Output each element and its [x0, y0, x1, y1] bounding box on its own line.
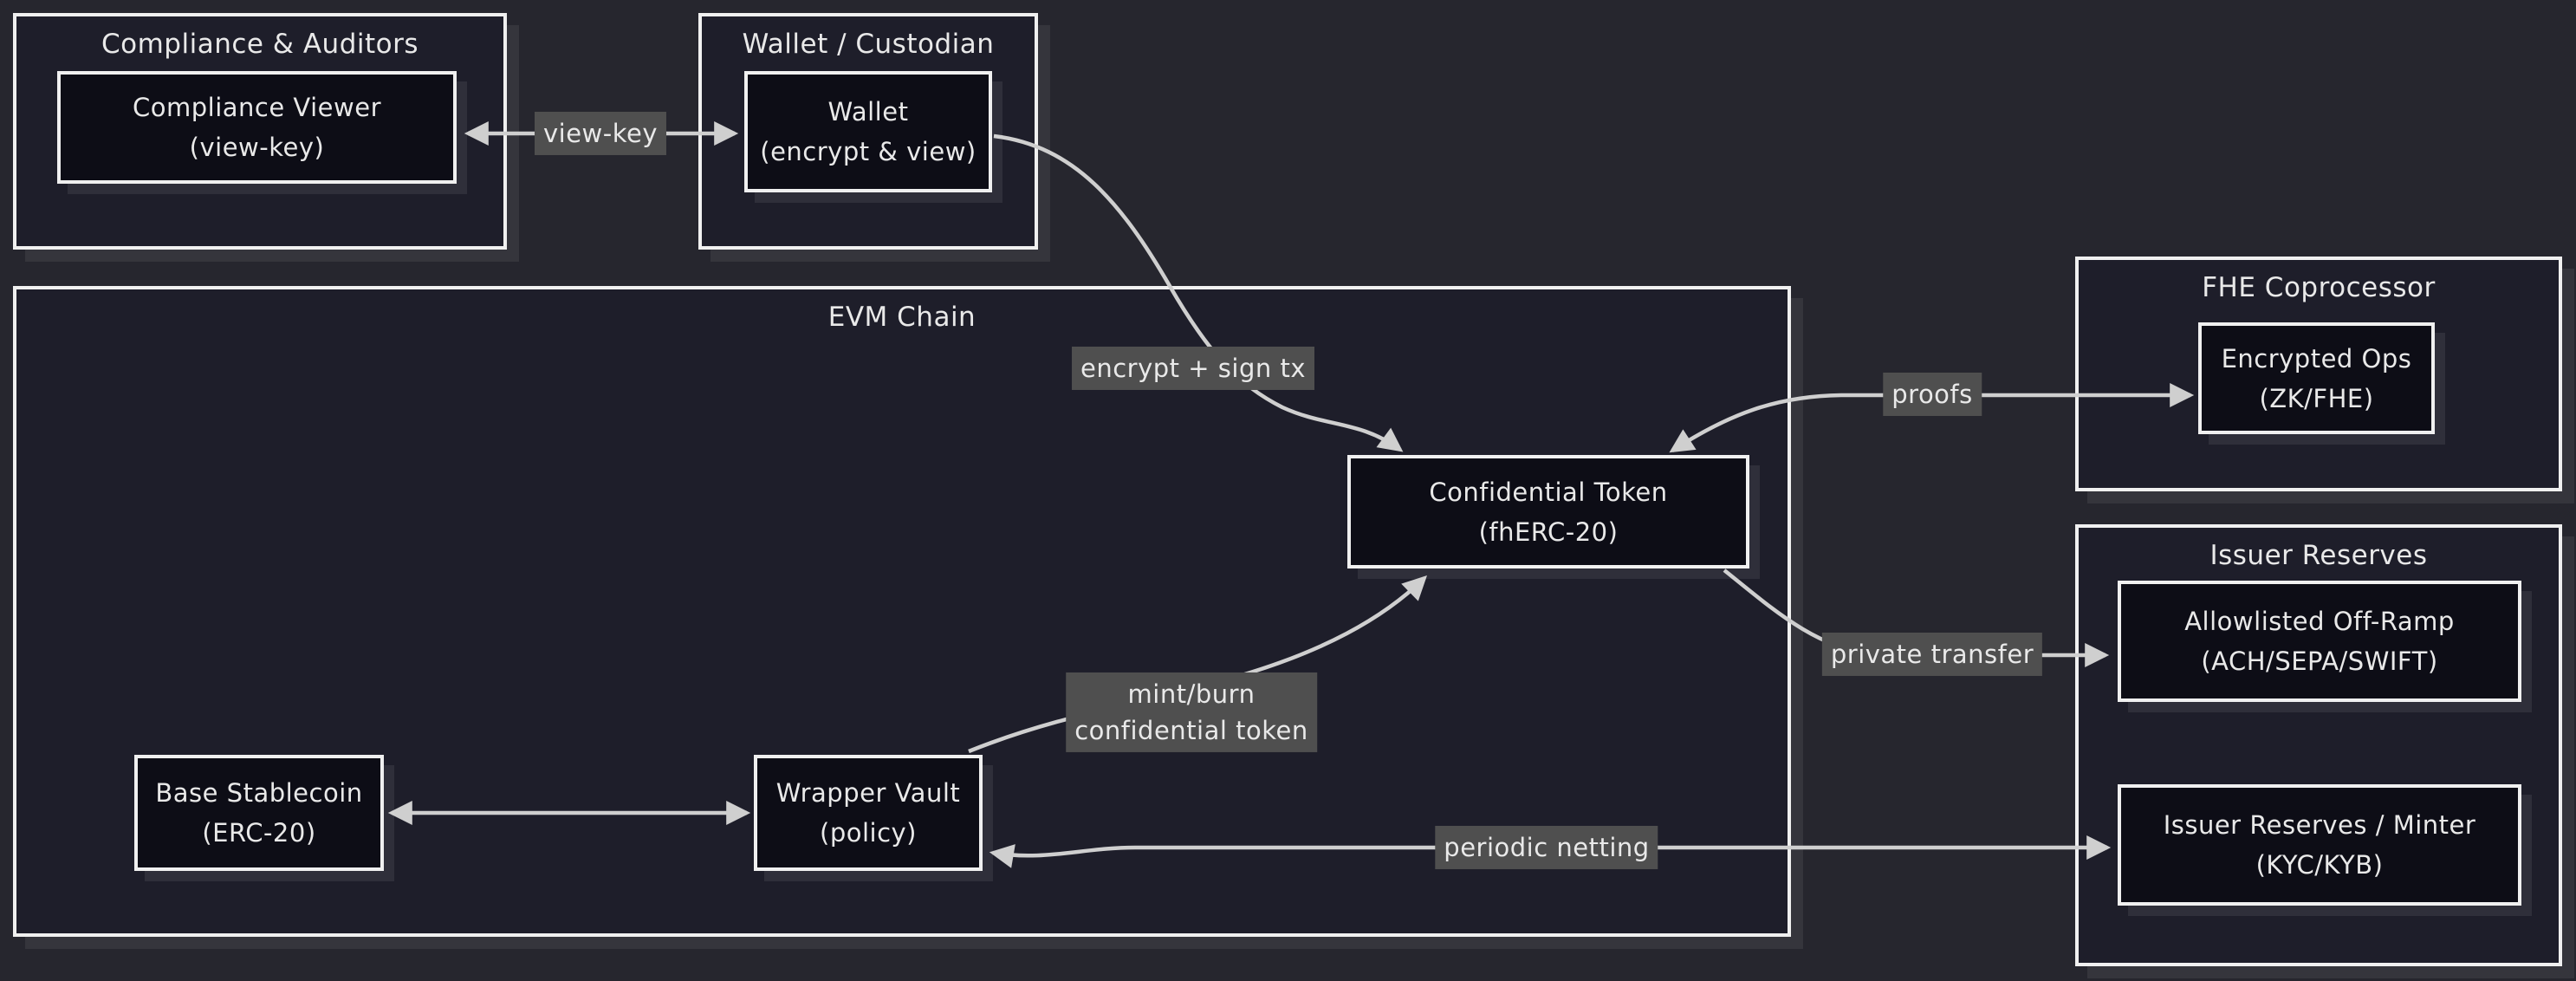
- node-sublabel: (policy): [820, 818, 917, 848]
- container-title-issuer-reserves: Issuer Reserves: [2209, 540, 2428, 571]
- container-title-compliance-auditors: Compliance & Auditors: [101, 29, 419, 60]
- edge-label-text: view-key: [542, 118, 659, 148]
- node-wrapper-vault: Wrapper Vault (policy): [754, 755, 983, 871]
- node-label: Confidential Token: [1429, 477, 1668, 507]
- container-title-fhe-coprocessor: FHE Coprocessor: [2202, 272, 2436, 303]
- node-sublabel: (ERC-20): [202, 818, 316, 848]
- node-sublabel: (fhERC-20): [1478, 516, 1619, 547]
- edge-label-proofs: proofs: [1883, 372, 1982, 417]
- edge-label-view-key: view-key: [534, 111, 667, 156]
- node-label: Wallet: [827, 97, 909, 127]
- node-base-stablecoin: Base Stablecoin (ERC-20): [134, 755, 384, 871]
- container-title-evm-chain: EVM Chain: [827, 302, 977, 333]
- edge-label-mint-burn: mint/burn confidential token: [1066, 672, 1317, 753]
- node-label: Base Stablecoin: [155, 778, 363, 808]
- edge-label-text: mint/burn: [1127, 679, 1256, 709]
- edge-label-text: periodic netting: [1444, 832, 1650, 862]
- node-sublabel: (encrypt & view): [760, 137, 977, 166]
- node-sublabel: (view-key): [189, 133, 325, 162]
- node-sublabel: (KYC/KYB): [2255, 850, 2384, 880]
- edge-label-text: private transfer: [1830, 639, 2034, 669]
- node-issuer-reserves-minter: Issuer Reserves / Minter (KYC/KYB): [2118, 784, 2521, 906]
- node-encrypted-ops: Encrypted Ops (ZK/FHE): [2198, 322, 2435, 434]
- node-label: Issuer Reserves / Minter: [2163, 810, 2476, 840]
- node-label: Compliance Viewer: [132, 93, 381, 122]
- node-wallet: Wallet (encrypt & view): [744, 71, 992, 192]
- container-title-wallet-custodian: Wallet / Custodian: [742, 29, 995, 60]
- node-compliance-viewer: Compliance Viewer (view-key): [57, 71, 457, 184]
- edge-label-encrypt-sign-tx: encrypt + sign tx: [1072, 346, 1314, 391]
- edge-label-text: proofs: [1891, 379, 1973, 409]
- edge-label-text: encrypt + sign tx: [1080, 353, 1306, 383]
- node-label: Wrapper Vault: [775, 778, 961, 808]
- edge-label-text: confidential token: [1074, 716, 1308, 745]
- node-allowlisted-offramp: Allowlisted Off-Ramp (ACH/SEPA/SWIFT): [2118, 581, 2521, 702]
- node-label: Allowlisted Off-Ramp: [2184, 607, 2455, 636]
- edge-encrypt-sign-tx: [993, 133, 1404, 452]
- node-label: Encrypted Ops: [2221, 343, 2412, 374]
- node-sublabel: (ZK/FHE): [2259, 383, 2374, 413]
- edge-label-periodic-netting: periodic netting: [1435, 825, 1658, 870]
- edge-label-private-transfer: private transfer: [1821, 632, 2043, 677]
- edge-proofs: [1669, 383, 2195, 453]
- edge-periodic-netting: [989, 835, 2112, 868]
- node-confidential-token: Confidential Token (fhERC-20): [1347, 455, 1749, 568]
- node-sublabel: (ACH/SEPA/SWIFT): [2201, 646, 2438, 676]
